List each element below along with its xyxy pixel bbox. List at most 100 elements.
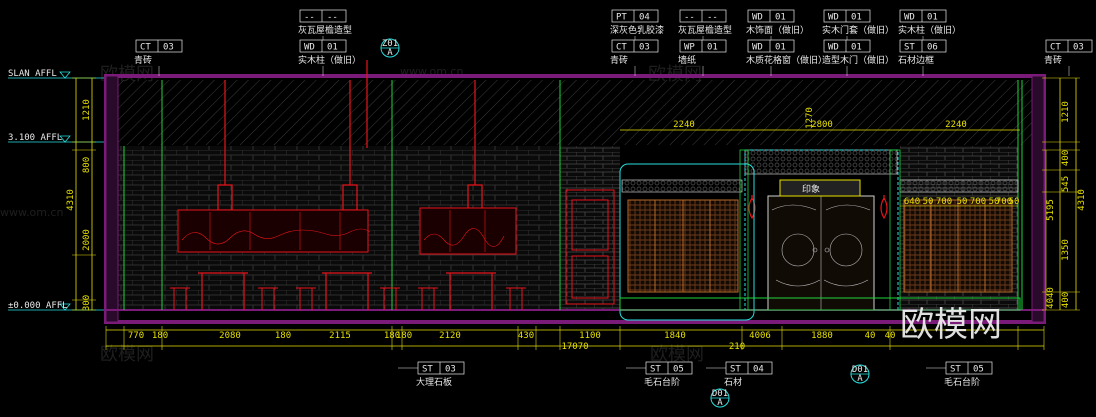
dim-label: 4040 bbox=[1046, 287, 1056, 309]
material-tag-desc: 石材 bbox=[724, 376, 742, 388]
material-tag-desc: 青砖 bbox=[1044, 54, 1062, 66]
dim-label: 430 bbox=[518, 331, 534, 341]
column-lines bbox=[123, 80, 1023, 310]
pendant-lamps bbox=[217, 60, 483, 211]
material-tag-box bbox=[747, 39, 795, 53]
watermark-brand: 欧模网 bbox=[650, 344, 704, 365]
material-tag-code: WP bbox=[684, 43, 695, 53]
level-markers: SLAN AFFL 3.100 AFFL ±0.000 AFFL bbox=[8, 69, 104, 311]
material-tag-desc: 深灰色乳胶漆 bbox=[610, 24, 664, 36]
material-tag-box bbox=[747, 9, 795, 23]
material-tag-num: 03 bbox=[163, 43, 174, 53]
material-tag-desc: 大理石板 bbox=[416, 376, 452, 388]
material-tag-box bbox=[611, 39, 659, 53]
material-tag-code: ST bbox=[950, 365, 961, 375]
lattice-mullions bbox=[654, 200, 986, 292]
material-tag-code: ST bbox=[904, 43, 915, 53]
material-tag-code: ST bbox=[650, 365, 661, 375]
level-label: SLAN AFFL bbox=[8, 69, 57, 79]
material-tag-box bbox=[611, 9, 659, 23]
material-tag-code: CT bbox=[140, 43, 151, 53]
window-callout-left bbox=[619, 163, 755, 321]
eave-tiles-right bbox=[899, 179, 1019, 193]
section-mark-sheet: A bbox=[387, 48, 393, 58]
dim-label: 400 bbox=[1061, 150, 1071, 166]
material-tag-code: WD bbox=[904, 13, 915, 23]
material-tag-desc: 实木柱（做旧） bbox=[298, 54, 361, 66]
material-tag-box bbox=[299, 39, 347, 53]
dim-label: 545 bbox=[1061, 176, 1071, 192]
dim-label: 180 bbox=[152, 331, 168, 341]
dim-label: 800 bbox=[82, 157, 92, 173]
material-tag-desc: 灰瓦屋檐造型 bbox=[678, 24, 732, 36]
watermark-url: www.om.cn bbox=[0, 206, 63, 219]
material-tag-code: WD bbox=[828, 43, 839, 53]
dim-label: 1210 bbox=[1061, 101, 1071, 123]
wall-murals bbox=[177, 207, 517, 255]
ceiling-hatch bbox=[118, 80, 1038, 145]
material-tag-num: 03 bbox=[1073, 43, 1084, 53]
dim-label: 4006 bbox=[749, 331, 771, 341]
section-mark-sheet: A bbox=[857, 374, 863, 384]
dim-label: 2240 bbox=[945, 120, 967, 130]
material-tag-code: ST bbox=[730, 365, 741, 375]
material-tag-code: CT bbox=[616, 43, 627, 53]
material-tag-desc: 墙纸 bbox=[678, 54, 696, 66]
dim-label: 50 bbox=[923, 197, 934, 207]
material-tag-box bbox=[299, 9, 347, 23]
stone-step bbox=[619, 297, 1021, 311]
dim-label: 700 bbox=[970, 197, 986, 207]
material-tag-num: 03 bbox=[445, 365, 456, 375]
dim-label: 4310 bbox=[66, 189, 76, 211]
material-tag-box bbox=[823, 39, 871, 53]
eave-tiles-center bbox=[744, 149, 898, 175]
wall-left-section bbox=[105, 75, 119, 323]
dim-label: 400 bbox=[1061, 292, 1071, 308]
material-tag-num: 01 bbox=[851, 43, 862, 53]
material-tag-code: WD bbox=[828, 13, 839, 23]
material-tag-code: WD bbox=[304, 43, 315, 53]
dim-label: 640 bbox=[904, 197, 920, 207]
material-tag-box bbox=[679, 9, 727, 23]
dim-label: 2120 bbox=[439, 331, 461, 341]
dim-label: 50 bbox=[1009, 197, 1020, 207]
section-mark-id: Z01 bbox=[382, 39, 398, 49]
dim-label: 1210 bbox=[82, 99, 92, 121]
dim-label: 2080 bbox=[219, 331, 241, 341]
dim-label: 1350 bbox=[1061, 239, 1071, 261]
material-tag-num: -- bbox=[707, 13, 718, 23]
material-tag-num: 01 bbox=[775, 43, 786, 53]
material-tag-code: CT bbox=[1050, 43, 1061, 53]
level-label: 3.100 AFFL bbox=[8, 133, 62, 143]
level-label: ±0.000 AFFL bbox=[8, 301, 68, 311]
dim-label: 2115 bbox=[329, 331, 351, 341]
dim-label: 700 bbox=[936, 197, 952, 207]
door-frame-highlight bbox=[744, 149, 899, 311]
material-tag-desc: 毛石台阶 bbox=[944, 376, 980, 388]
material-tag-box bbox=[899, 39, 947, 53]
dim-label: 1880 bbox=[811, 331, 833, 341]
brick-wall-mid bbox=[560, 146, 620, 310]
stools bbox=[170, 287, 526, 310]
material-tag-desc: 木质花格窗（做旧） bbox=[746, 54, 827, 66]
material-tag-num: 01 bbox=[327, 43, 338, 53]
material-tag-desc: 实木门套（做旧） bbox=[822, 24, 894, 36]
material-tag-box bbox=[899, 9, 947, 23]
dim-label: 2800 bbox=[811, 120, 833, 130]
level-triangle-icon bbox=[59, 71, 71, 79]
material-tag-code: WD bbox=[752, 13, 763, 23]
door-carving bbox=[771, 196, 871, 310]
material-tag-desc: 灰瓦屋檐造型 bbox=[298, 24, 352, 36]
dim-label: 300 bbox=[82, 295, 92, 311]
red-cabinet bbox=[565, 189, 615, 305]
dining-tables bbox=[198, 272, 496, 310]
material-tag-box bbox=[679, 39, 727, 53]
dim-label: 700 bbox=[996, 197, 1012, 207]
material-tag-desc: 青砖 bbox=[134, 54, 152, 66]
material-tag-num: 04 bbox=[639, 13, 650, 23]
